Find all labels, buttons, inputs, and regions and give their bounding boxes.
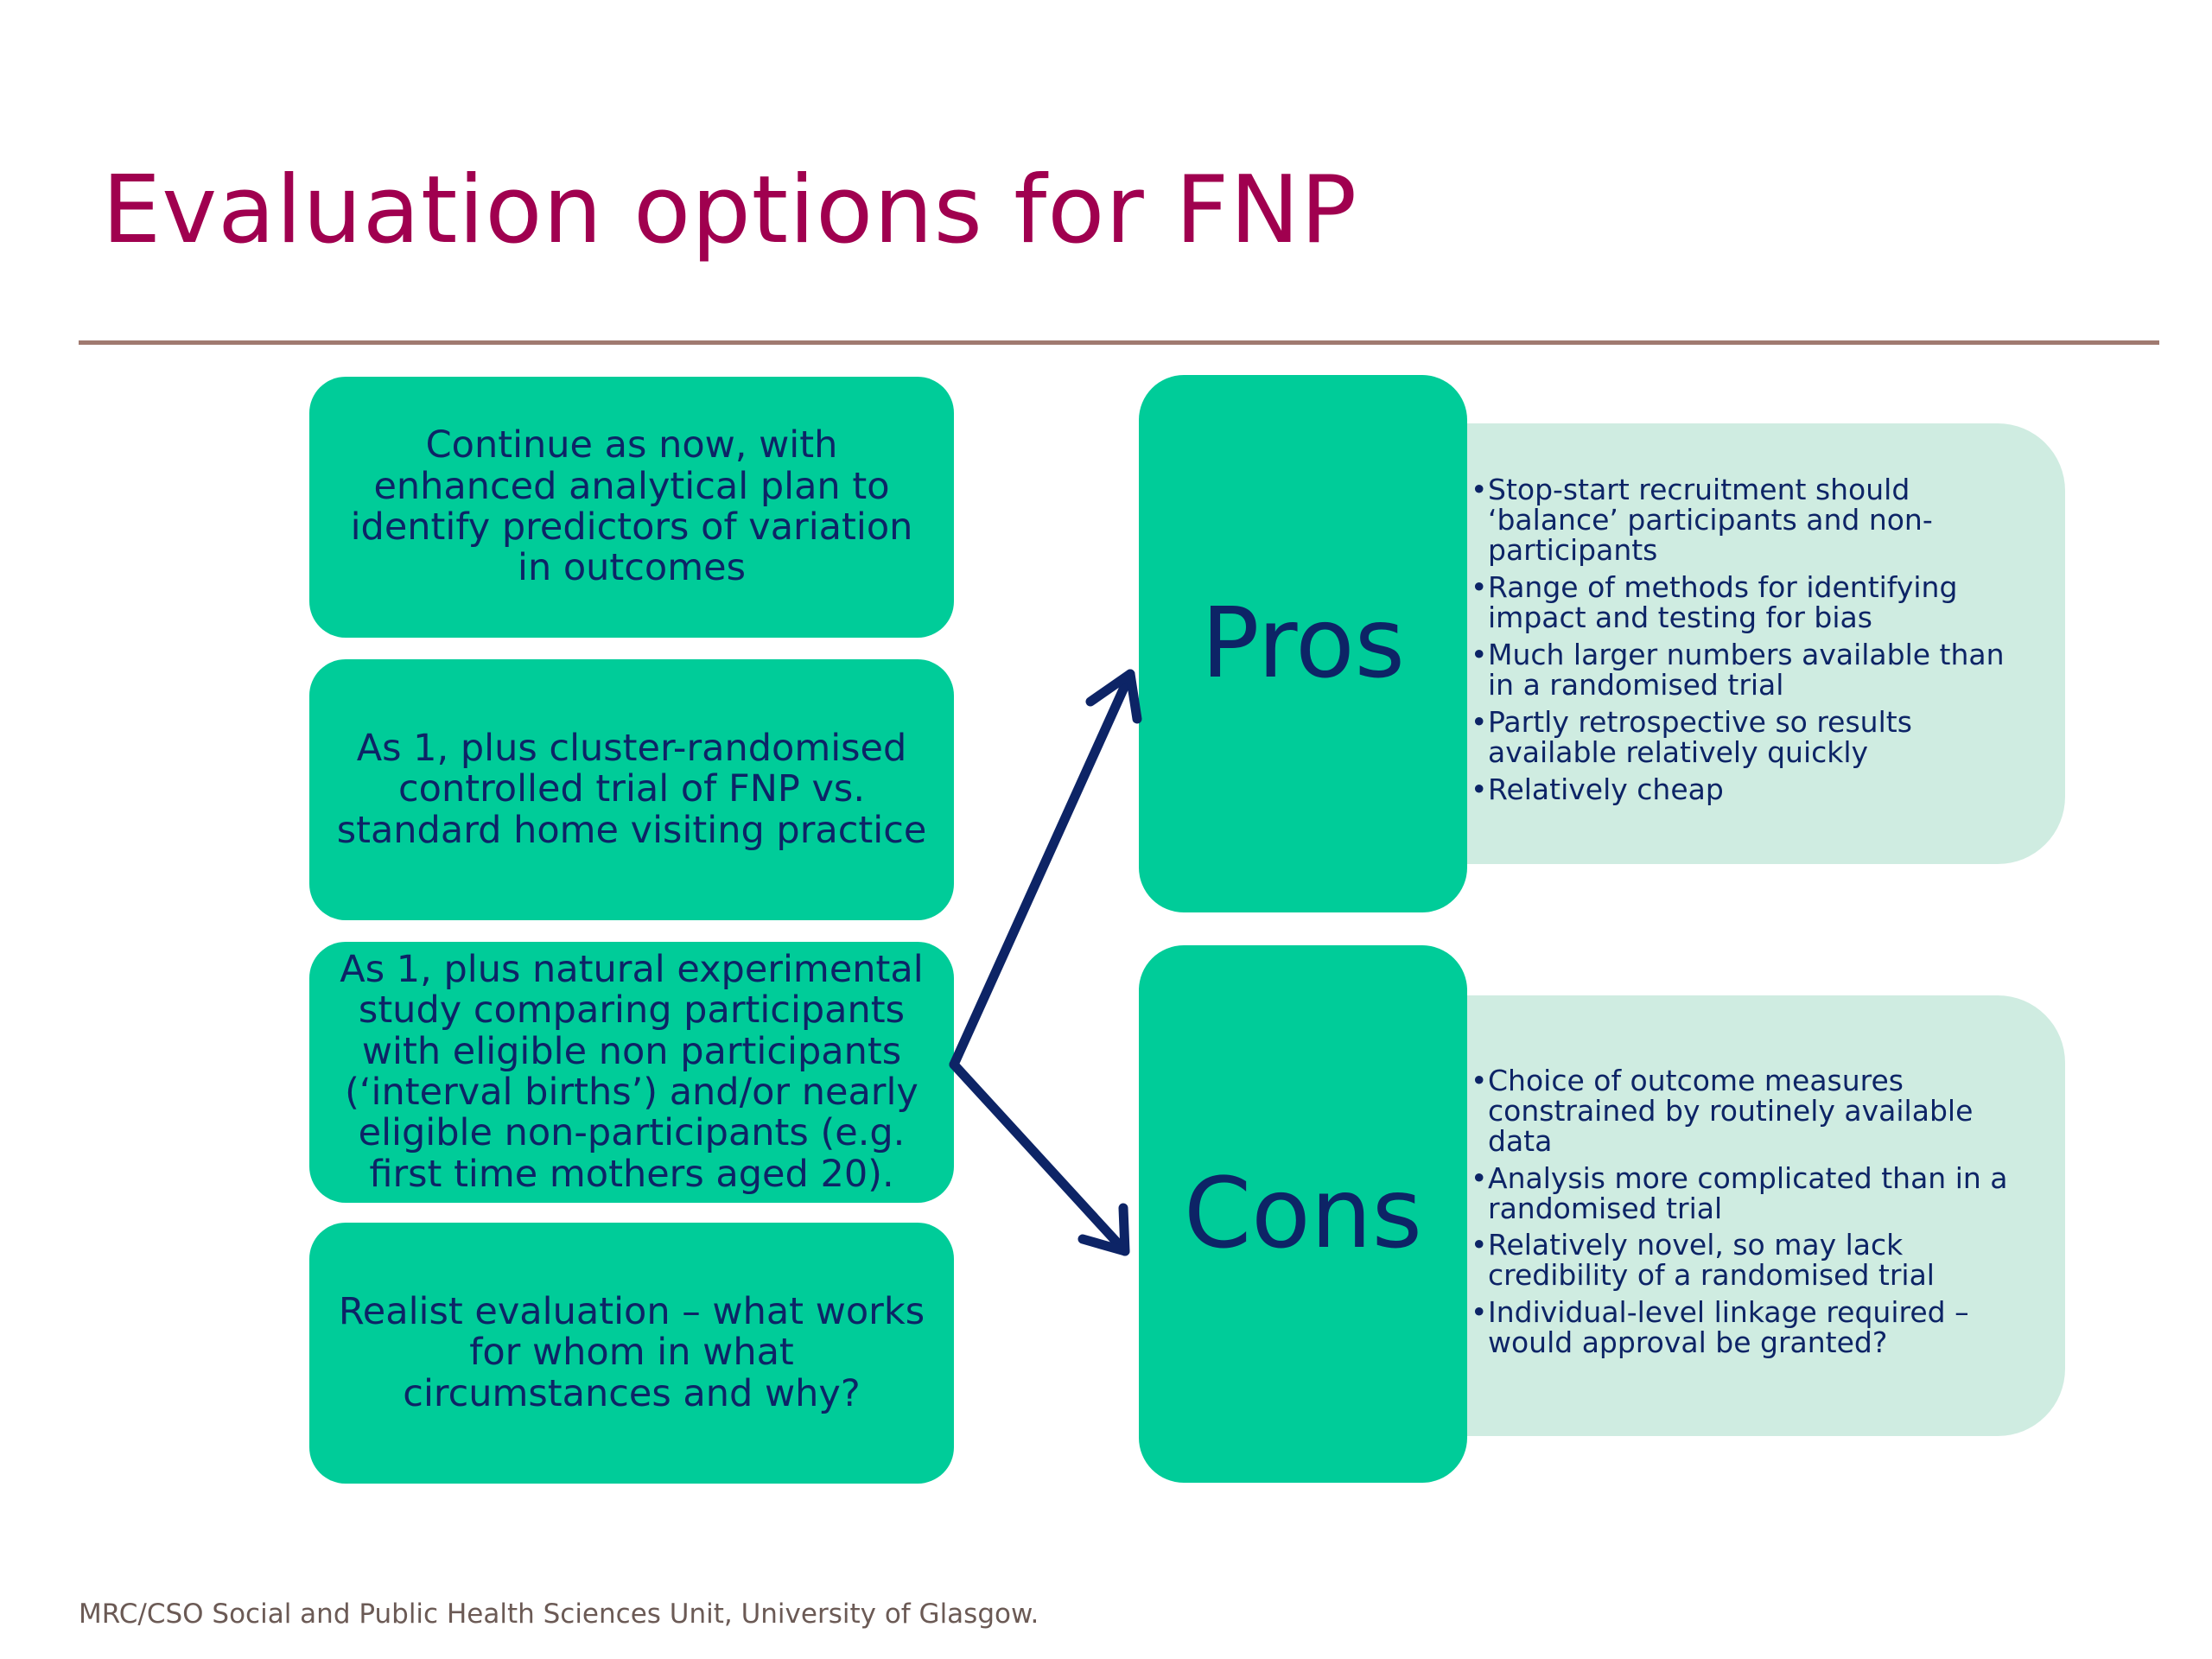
pros-list: Stop-start recruitment should ‘balance’ … (1471, 474, 2039, 812)
footer-credit: MRC/CSO Social and Public Health Science… (79, 1599, 1039, 1630)
option-4-box: Realist evaluation – what works for whom… (309, 1223, 954, 1484)
cons-item-4: Individual-level linkage required – woul… (1471, 1297, 2039, 1358)
option-3-box: As 1, plus natural experimental study co… (309, 942, 954, 1203)
cons-item-2: Analysis more complicated than in a rand… (1471, 1163, 2039, 1224)
slide-title: Evaluation options for FNP (102, 156, 1358, 264)
pros-label-box: Pros (1139, 375, 1467, 912)
option-2-box: As 1, plus cluster-randomised controlled… (309, 659, 954, 920)
pros-detail-box: Stop-start recruitment should ‘balance’ … (1452, 423, 2065, 864)
cons-label-box: Cons (1139, 945, 1467, 1483)
option-2-text: As 1, plus cluster-randomised controlled… (336, 727, 927, 852)
arrow-to-cons-line (949, 1059, 1130, 1256)
cons-label: Cons (1183, 1158, 1423, 1270)
title-divider (79, 340, 2159, 345)
cons-list: Choice of outcome measures constrained b… (1471, 1065, 2039, 1366)
cons-item-3: Relatively novel, so may lack credibilit… (1471, 1230, 2039, 1291)
arrow-to-pros-head (1085, 669, 1142, 724)
pros-item-3: Much larger numbers available than in a … (1471, 639, 2039, 701)
pros-item-1: Stop-start recruitment should ‘balance’ … (1471, 474, 2039, 566)
pros-label: Pros (1200, 588, 1406, 700)
option-4-text: Realist evaluation – what works for whom… (338, 1290, 925, 1415)
option-1-box: Continue as now, with enhanced analytica… (309, 377, 954, 638)
pros-item-2: Range of methods for identifying impact … (1471, 572, 2039, 633)
pros-item-4: Partly retrospective so results availabl… (1471, 707, 2039, 768)
cons-detail-box: Choice of outcome measures constrained b… (1452, 995, 2065, 1436)
cons-item-1: Choice of outcome measures constrained b… (1471, 1065, 2039, 1157)
option-3-text: As 1, plus natural experimental study co… (340, 948, 924, 1196)
option-1-text: Continue as now, with enhanced analytica… (350, 423, 913, 590)
arrow-to-pros-line (949, 669, 1135, 1070)
pros-item-5: Relatively cheap (1471, 774, 2039, 805)
arrow-to-cons-head (1077, 1203, 1130, 1256)
